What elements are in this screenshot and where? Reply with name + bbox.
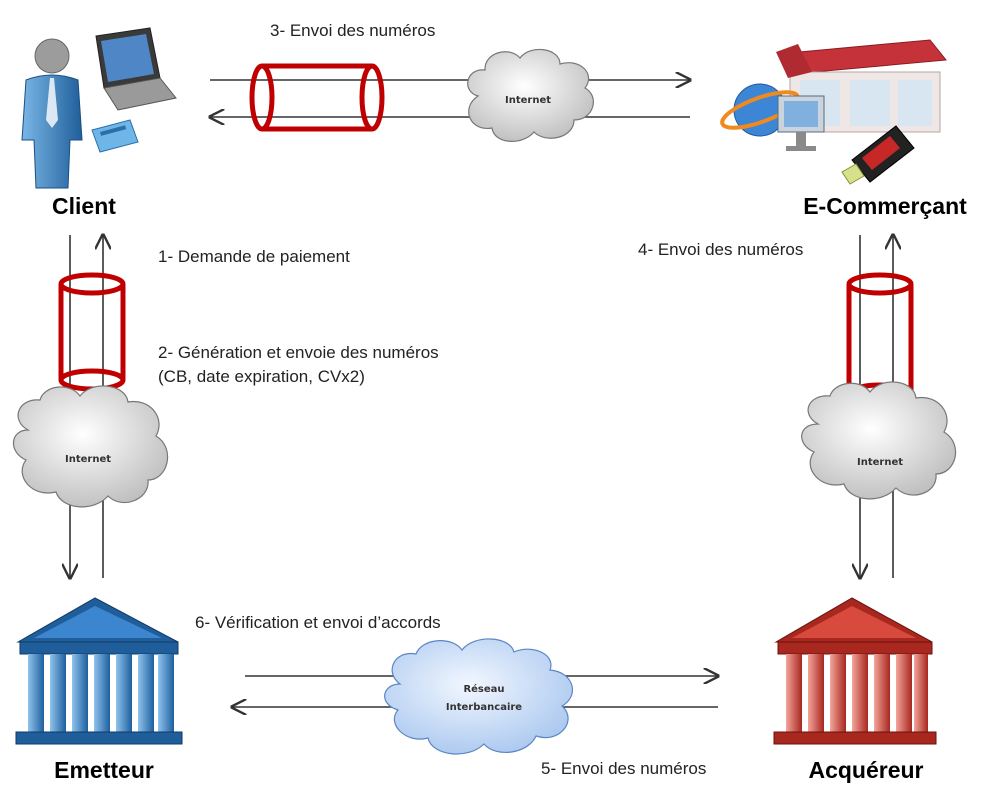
client-icon: [21, 27, 177, 189]
issuer-label: Emetteur: [54, 757, 154, 783]
merchant-label: E-Commerçant: [803, 193, 967, 219]
bottom-link: Réseau Interbancaire 6- Vérification et …: [195, 613, 718, 778]
left-link: Internet 1- Demande de paiement 2- Génér…: [12, 235, 439, 578]
step-2-label-line1: 2- Génération et envoie des numéros: [158, 343, 439, 362]
right-internet-cloud: Internet: [801, 381, 957, 500]
step-5-label: 5- Envoi des numéros: [541, 759, 706, 778]
person-icon: [21, 38, 83, 189]
merchant-icon: [720, 39, 947, 185]
issuer-bank-icon: [15, 597, 183, 745]
globe-icon: [720, 83, 800, 137]
step-4-label: 4- Envoi des numéros: [638, 240, 803, 259]
step-2-label-line2: (CB, date expiration, CVx2): [158, 367, 365, 386]
laptop-icon: [95, 27, 177, 111]
left-internet-cloud: Internet: [12, 385, 169, 508]
acquirer-columns: [786, 654, 928, 732]
interbank-label-line1: Réseau: [463, 683, 504, 695]
right-internet-label: Internet: [857, 457, 903, 468]
issuer-columns: [28, 654, 174, 732]
top-link: Internet 3- Envoi des numéros: [210, 21, 690, 142]
client-label: Client: [52, 193, 116, 219]
monitor-icon: [777, 95, 825, 151]
interbank-label-line2: Interbancaire: [446, 702, 522, 713]
step-3-label: 3- Envoi des numéros: [270, 21, 435, 40]
right-link: Internet 4- Envoi des numéros: [638, 235, 957, 578]
left-internet-label: Internet: [65, 454, 111, 465]
acquirer-label: Acquéreur: [808, 757, 923, 783]
top-internet-cloud: Internet: [467, 48, 594, 142]
top-tube: [249, 63, 385, 132]
acquirer-bank-icon: [773, 597, 937, 745]
credit-card-icon: [91, 119, 139, 153]
payment-terminal-icon: [841, 125, 915, 185]
step-6-label: 6- Vérification et envoi d’accords: [195, 613, 441, 632]
interbank-cloud: Réseau Interbancaire: [384, 638, 573, 755]
step-1-label: 1- Demande de paiement: [158, 247, 350, 266]
top-internet-label: Internet: [505, 95, 551, 106]
